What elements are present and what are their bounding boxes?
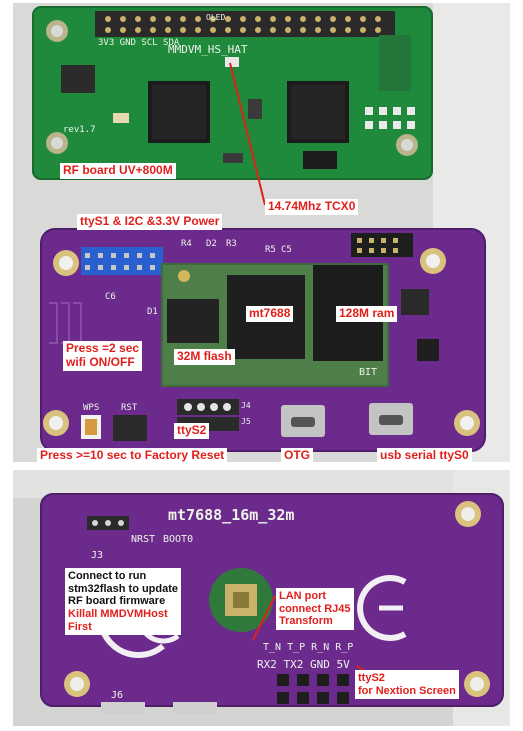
label-connect-line2: stm32flash to update: [68, 582, 179, 595]
label-press-wifi: Press =2 sec wifi ON/OFF: [63, 341, 143, 371]
green-rf-board: [32, 6, 433, 180]
label-ttys2: ttyS2: [174, 423, 210, 439]
silkscreen-r3: R3: [226, 239, 237, 249]
silkscreen-j6: J6: [111, 690, 124, 701]
label-rf-board: RF board UV+800M: [60, 163, 176, 179]
label-ttys2-line1: ttyS2: [358, 672, 385, 684]
silkscreen-wps: WPS: [83, 403, 100, 413]
silkscreen-board-name: MMDVM_HS_HAT: [168, 43, 248, 56]
silkscreen-boot0: BOOT0: [163, 534, 194, 545]
silkscreen-c6: C6: [105, 292, 116, 302]
tcxo-pointer-line: [229, 62, 266, 206]
silkscreen-module-brand: BIT: [359, 367, 378, 378]
lan-pointer-line: [252, 595, 276, 641]
label-connect-line4: Killall MMDVMHost: [68, 607, 168, 620]
label-stm32flash: Connect to run stm32flash to update RF b…: [65, 568, 182, 636]
top-photo: 3V3 GND SCL SDA OLED MMDVM_HS_HAT rev1.7…: [13, 3, 510, 462]
label-ttys2-nextion: ttyS2 for Nextion Screen: [355, 670, 459, 700]
silkscreen-nrst: NRST: [131, 534, 156, 545]
label-lan-line2: connect RJ45: [279, 602, 351, 615]
label-ttys2-line2: for Nextion Screen: [358, 684, 456, 697]
silkscreen-pins-top: T_N T_P R_N R_P: [263, 642, 354, 653]
top-photo-drawing: [13, 3, 510, 462]
label-lan-port: LAN port connect RJ45 Transform: [276, 588, 354, 630]
label-otg: OTG: [281, 448, 313, 462]
label-factory-reset: Press >=10 sec to Factory Reset: [37, 448, 228, 462]
label-connect-line3: RF board firmware: [68, 595, 166, 608]
silkscreen-oled: OLED: [206, 13, 226, 22]
silkscreen-c5: C5: [281, 245, 292, 255]
silkscreen-j4: J4: [241, 401, 251, 410]
silkscreen-title: mt7688_16m_32m: [168, 506, 295, 524]
label-lan-line1: LAN port: [279, 590, 327, 602]
label-connect-line5: First: [68, 620, 92, 633]
label-connect-line1: Connect to run: [68, 570, 147, 582]
silkscreen-r5: R5: [265, 245, 276, 255]
label-mt7688: mt7688: [246, 306, 294, 322]
bottom-photo: mt7688_16m_32m NRST BOOT0 J3 J6 T_N T_P …: [13, 470, 510, 726]
label-press-wifi-line1: Press =2 sec: [66, 341, 140, 355]
label-ram: 128M ram: [336, 306, 398, 322]
silkscreen-pins-bottom: RX2 TX2 GND 5V: [257, 658, 350, 671]
label-ttys1: ttyS1 & I2C &3.3V Power: [77, 214, 223, 230]
label-press-wifi-line2: wifi ON/OFF: [66, 354, 135, 369]
label-lan-line3: Transform: [279, 615, 333, 628]
purple-main-board: [40, 228, 486, 452]
silkscreen-d1: D1: [147, 307, 158, 317]
silkscreen-j5: J5: [241, 417, 251, 426]
label-tcxo: 14.74Mhz TCX0: [265, 199, 359, 215]
silkscreen-rev: rev1.7: [63, 125, 96, 135]
label-flash: 32M flash: [174, 349, 235, 365]
silkscreen-j3: J3: [91, 550, 104, 561]
silkscreen-r4: R4: [181, 239, 192, 249]
label-usb-serial: usb serial ttyS0: [377, 448, 472, 462]
silkscreen-d2: D2: [206, 239, 217, 249]
silkscreen-header: 3V3 GND SCL SDA: [98, 38, 180, 48]
silkscreen-rst: RST: [121, 403, 138, 413]
